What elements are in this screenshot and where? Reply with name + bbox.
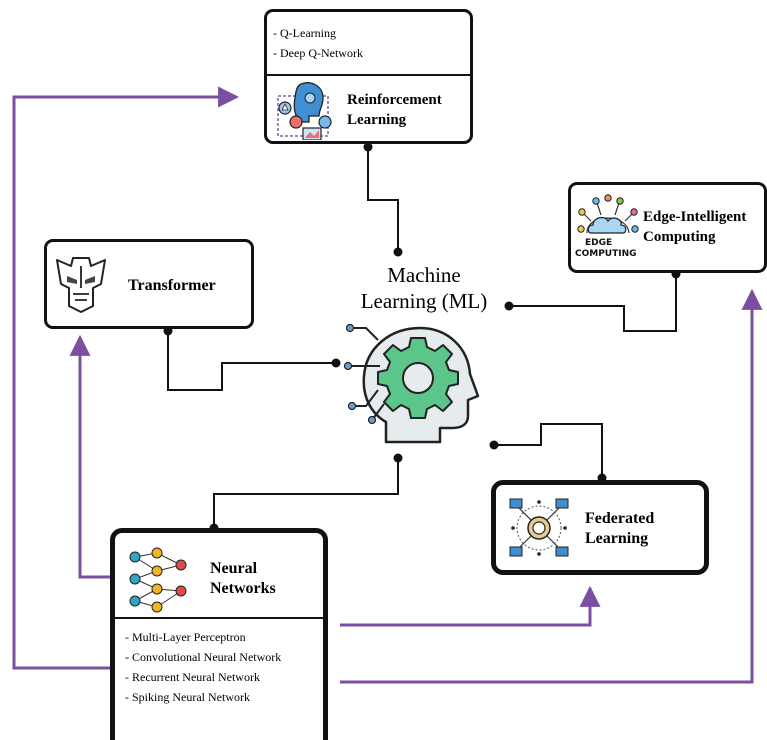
- connector-rl-ml: [367, 147, 399, 252]
- title-line: Federated: [585, 510, 655, 527]
- reinforcement-title: Reinforcement Learning: [347, 90, 442, 130]
- title-line: Networks: [210, 580, 276, 597]
- reinforcement-items: - Q-Learning - Deep Q-Network: [273, 23, 363, 63]
- purple-arrows: [12, 86, 763, 684]
- title-line: Reinforcement: [347, 92, 442, 108]
- neural-networks-box: Neural Networks - Multi-Layer Perceptron…: [110, 528, 328, 740]
- edge-title: Edge-Intelligent Computing: [643, 207, 746, 247]
- transformer-mask-icon: [56, 257, 106, 313]
- robot-head-icon: [277, 82, 332, 140]
- title-line: Machine: [387, 263, 461, 287]
- transformer-box: Transformer: [44, 239, 254, 329]
- title-line: Learning: [347, 112, 407, 128]
- federated-network-icon: [509, 498, 569, 557]
- neural-network-icon: [129, 547, 187, 613]
- divider: [267, 74, 470, 76]
- divider: [115, 617, 323, 619]
- title-line: Learning: [585, 530, 649, 547]
- black-connectors: [167, 147, 677, 528]
- title-line: Learning (ML): [360, 289, 488, 313]
- arrow-neural-to-transformer: [69, 334, 110, 579]
- edge-computing-box: EDGE COMPUTING Edge-Intelligent Computin…: [568, 182, 767, 273]
- federated-learning-box: Federated Learning: [491, 480, 709, 575]
- arrow-neural-to-federated: [340, 585, 601, 627]
- list-item: - Spiking Neural Network: [125, 690, 250, 704]
- list-item: - Recurrent Neural Network: [125, 670, 260, 684]
- arrow-neural-to-rl: [12, 86, 240, 670]
- title-line: Computing: [643, 229, 716, 245]
- list-item: - Q-Learning: [273, 26, 336, 40]
- list-item: - Multi-Layer Perceptron: [125, 630, 246, 644]
- title-line: Edge-Intelligent: [643, 209, 747, 225]
- arrow-neural-to-edge: [340, 288, 763, 684]
- neural-items: - Multi-Layer Perceptron - Convolutional…: [125, 627, 281, 707]
- center-title: Machine Learning (ML): [340, 262, 508, 314]
- neural-title: Neural Networks: [210, 559, 276, 599]
- list-item: - Convolutional Neural Network: [125, 650, 282, 664]
- connector-transformer-ml: [167, 331, 336, 391]
- list-item: - Deep Q-Network: [273, 46, 363, 60]
- head-gear-icon: [344, 323, 480, 444]
- connector-neural-ml: [213, 458, 399, 528]
- edge-cloud-icon: EDGE COMPUTING: [575, 194, 639, 259]
- federated-title: Federated Learning: [585, 509, 654, 549]
- transformer-title: Transformer: [128, 277, 216, 294]
- connector-federated-ml: [494, 423, 603, 478]
- icon-label: COMPUTING: [575, 249, 637, 259]
- reinforcement-learning-box: - Q-Learning - Deep Q-Network Reinforcem…: [264, 9, 473, 144]
- title-line: Neural: [210, 560, 258, 577]
- icon-label: EDGE: [585, 238, 612, 248]
- connector-edge-ml: [509, 274, 677, 332]
